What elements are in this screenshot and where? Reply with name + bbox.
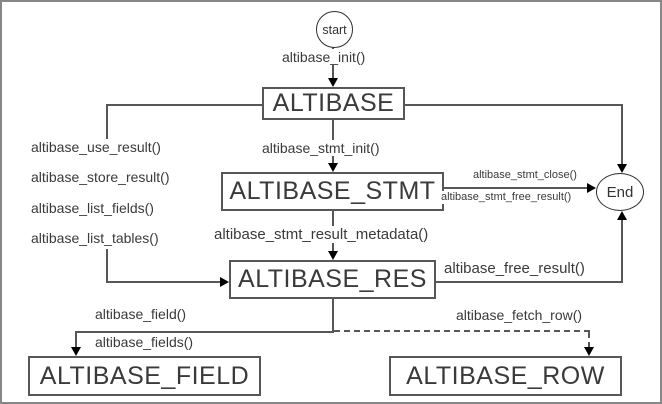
altibase-box-label: ALTIBASE: [272, 89, 395, 117]
altibase-stmt-box-label: ALTIBASE_STMT: [229, 177, 436, 205]
label-field: altibase_field(): [93, 306, 189, 322]
connector-junction-field-horizontal: [75, 331, 334, 333]
altibase-row-box: ALTIBASE_ROW: [389, 356, 622, 396]
end-node: End: [596, 173, 644, 211]
arrowhead-into-end-left: [587, 183, 596, 193]
arrowhead-into-row: [584, 347, 594, 356]
connector-end-bottom-vertical: [621, 220, 623, 283]
end-node-label: End: [606, 183, 634, 201]
arrowhead-into-res-top: [328, 251, 338, 260]
label-use-result: altibase_use_result(): [29, 139, 163, 155]
connector-res-junction: [332, 299, 334, 333]
connector-stmt-end: [444, 187, 588, 189]
connector-left-vertical-bottom: [106, 249, 108, 283]
label-stmt-init: altibase_stmt_init(): [260, 140, 382, 156]
label-stmt-result-metadata: altibase_stmt_result_metadata(): [212, 226, 431, 243]
altibase-stmt-box: ALTIBASE_STMT: [221, 172, 444, 211]
start-node-label: start: [322, 22, 347, 37]
label-list-fields: altibase_list_fields(): [29, 200, 156, 216]
altibase-field-box-label: ALTIBASE_FIELD: [39, 361, 250, 390]
label-altibase-init: altibase_init(): [280, 49, 368, 65]
arrowhead-into-stmt: [328, 163, 338, 172]
arrowhead-into-end-bottom: [617, 211, 627, 220]
connector-altibase-right-horizontal: [405, 104, 623, 106]
label-store-result: altibase_store_result(): [29, 169, 172, 185]
connector-junction-row-dashed: [334, 330, 590, 332]
label-list-tables: altibase_list_tables(): [29, 230, 161, 246]
altibase-res-box: ALTIBASE_RES: [229, 260, 436, 299]
arrowhead-into-field: [71, 347, 81, 356]
connector-left-vertical-top: [106, 104, 108, 140]
label-stmt-close: altibase_stmt_close(): [471, 169, 579, 182]
start-node: start: [316, 11, 353, 48]
connector-res-end-horizontal: [436, 281, 623, 283]
label-fields: altibase_fields(): [93, 334, 196, 350]
arrowhead-into-altibase: [328, 78, 338, 87]
connector-into-res-horizontal: [106, 281, 222, 283]
altibase-box: ALTIBASE: [262, 87, 405, 120]
altibase-res-box-label: ALTIBASE_RES: [238, 265, 427, 293]
label-free-result: altibase_free_result(): [442, 260, 587, 277]
connector-end-top-vertical: [621, 104, 623, 166]
altibase-row-box-label: ALTIBASE_ROW: [406, 361, 605, 390]
connector-row-vertical-dashed: [588, 332, 590, 348]
altibase-field-box: ALTIBASE_FIELD: [28, 356, 261, 396]
connector-altibase-left-horizontal: [107, 104, 264, 106]
connector-field-vertical: [75, 331, 77, 349]
label-fetch-row: altibase_fetch_row(): [454, 307, 585, 323]
arrowhead-into-end-top: [617, 164, 627, 173]
arrowhead-into-res-left: [220, 277, 229, 287]
label-stmt-free-result: altibase_stmt_free_result(): [439, 191, 574, 204]
